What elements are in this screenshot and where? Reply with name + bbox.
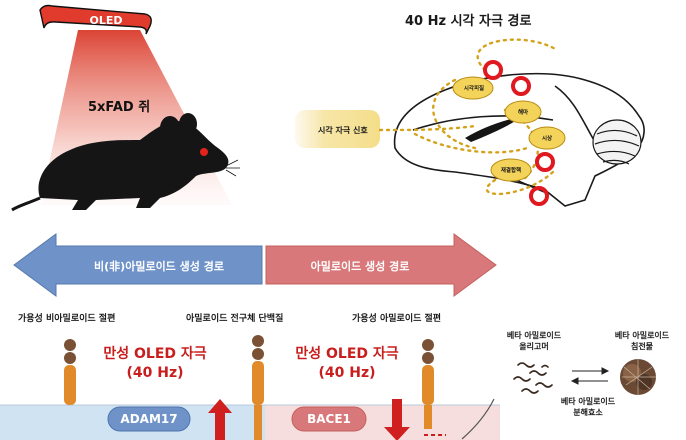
adam17-enzyme (107, 406, 191, 432)
region-label: 해마 (517, 110, 529, 116)
app-protein-left (64, 339, 76, 405)
membrane-diagram (0, 335, 500, 440)
cerebellum (592, 119, 642, 165)
fragment-label-left: 가용성 비아밀로이드 절편 (18, 314, 116, 324)
region-label: 시상 (541, 136, 553, 142)
fragment-label-center: 아밀로이드 전구체 단백질 (186, 314, 284, 324)
oled-panel-icon (39, 4, 152, 35)
degrading-enzyme-line2: 분해효소 (573, 408, 603, 417)
right-pathway-label: 아밀로이드 생성 경로 (310, 260, 410, 273)
oled-label: OLED (89, 14, 123, 27)
mouse-icon (11, 113, 240, 212)
brain-diagram (295, 38, 645, 207)
oligomer-icon (513, 362, 553, 394)
region-label: 시각피질 (463, 86, 485, 92)
region-nodes (452, 76, 566, 182)
signal-band (295, 110, 380, 148)
mouse-label: 5xFAD 쥐 (88, 100, 151, 115)
input-signal-label: 시각 자극 신호 (318, 126, 368, 135)
pathway-arrows (13, 233, 497, 297)
app-protein-right (422, 339, 446, 436)
region-label: 재결합핵 (500, 168, 522, 174)
fragment-label-right: 가용성 아밀로이드 절편 (352, 314, 442, 324)
left-pathway-label: 비(非)아밀로이드 생성 경로 (94, 260, 224, 273)
stim-left-line1: 만성 OLED 자극 (103, 346, 207, 362)
degrading-enzyme-line1: 베타 아밀로이드 (560, 397, 616, 406)
left-pathway-arrow (13, 233, 263, 297)
plaque-label-line1: 베타 아밀로이드 (614, 331, 670, 340)
plaque-label: 베타 아밀로이드 침전물 (600, 330, 684, 352)
aggregation-diagram (513, 359, 656, 395)
right-pathway-arrow (265, 233, 497, 297)
release-arrow (461, 398, 495, 440)
app-protein-center (252, 335, 264, 440)
oled-mouse-illustration (11, 4, 240, 212)
stim-left-line2: (40 Hz) (126, 365, 184, 381)
stim-right-line1: 만성 OLED 자극 (295, 346, 399, 362)
increase-arrow-icon (208, 399, 232, 440)
bace1-label: BACE1 (307, 412, 351, 426)
oligomer-label: 베타 아밀로이드 올리고머 (496, 330, 572, 352)
oligomer-label-line2: 올리고머 (519, 342, 549, 351)
adam17-label: ADAM17 (120, 412, 178, 426)
pathway-title: 40 Hz 시각 자극 경로 (405, 14, 532, 29)
equilibrium-arrows (570, 367, 610, 385)
degrading-enzyme-label: 베타 아밀로이드 분해효소 (548, 396, 628, 418)
bace1-enzyme (291, 406, 367, 432)
stim-right-line2: (40 Hz) (318, 365, 376, 381)
stimulation-rings (483, 60, 555, 206)
oligomer-label-line1: 베타 아밀로이드 (506, 331, 562, 340)
plaque-icon (620, 359, 656, 395)
plaque-label-line2: 침전물 (630, 342, 654, 351)
hippocampus-shape (465, 116, 523, 142)
decrease-arrow-icon (384, 399, 410, 440)
